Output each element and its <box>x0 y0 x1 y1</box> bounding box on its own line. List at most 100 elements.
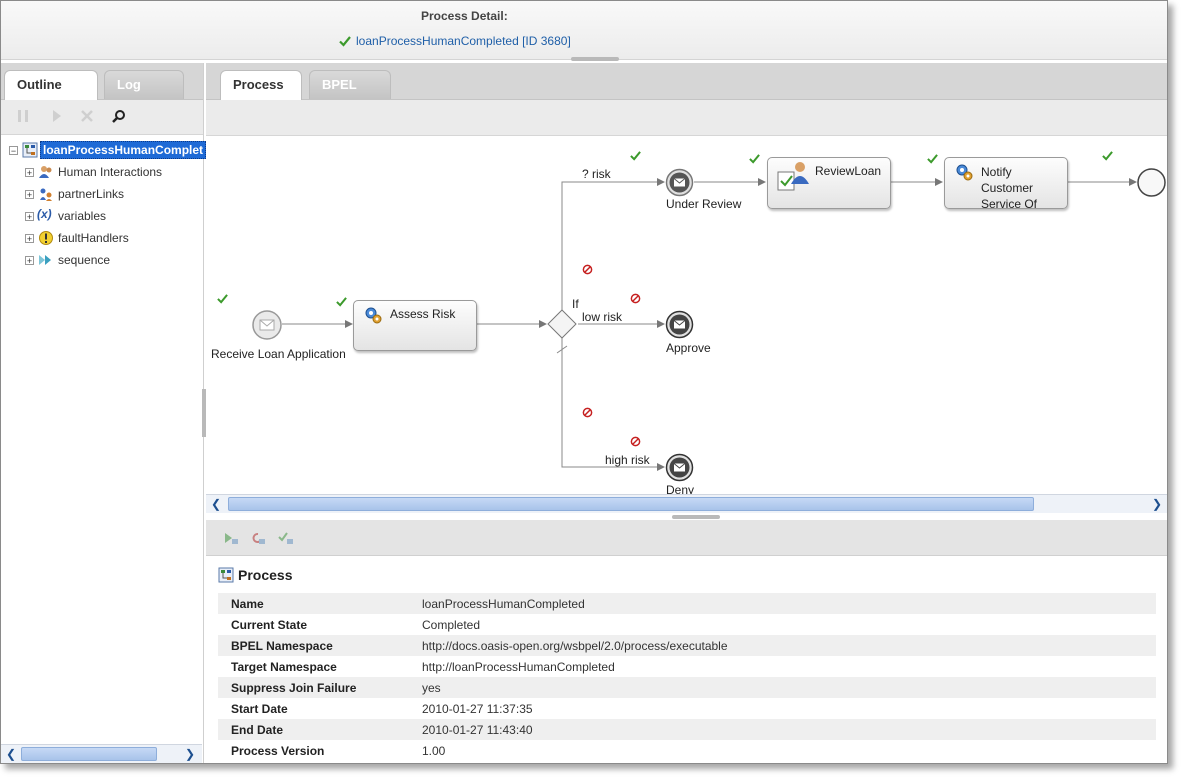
sequence-icon <box>39 255 51 265</box>
property-key: BPEL Namespace <box>218 635 409 656</box>
tree-root-label[interactable]: loanProcessHumanComplet <box>40 141 207 159</box>
expand-toggle[interactable]: + <box>25 233 34 244</box>
tab-process[interactable]: Process <box>220 70 302 100</box>
skipped-icon <box>630 293 641 304</box>
tree-root[interactable]: − loanProcessHumanComplet <box>1 139 207 161</box>
complete-icon[interactable] <box>278 531 294 545</box>
process-detail-header: Process Detail: loanProcessHumanComplete… <box>1 1 1167 61</box>
property-key: Name <box>218 593 409 614</box>
process-tabbar: Process BPEL <box>206 63 1167 100</box>
if-label: If <box>572 297 579 311</box>
tree-item-label: variables <box>58 209 107 223</box>
expand-toggle[interactable]: + <box>25 211 34 222</box>
process-link-row[interactable]: loanProcessHumanCompleted [ID 3680] <box>339 34 571 48</box>
scroll-thumb[interactable] <box>228 497 1034 511</box>
high-risk-edge-label: high risk <box>605 453 650 467</box>
property-value: loanProcessHumanCompleted <box>409 593 1156 614</box>
collapse-toggle[interactable]: − <box>9 145 18 156</box>
fault-icon <box>39 231 53 245</box>
tab-outline[interactable]: Outline <box>4 70 98 100</box>
tree-item-faulthandlers[interactable]: + faultHandlers <box>1 227 201 249</box>
human-task-icon <box>777 162 809 191</box>
skipped-icon <box>582 407 593 418</box>
scroll-thumb[interactable] <box>21 747 157 761</box>
process-diagram: Receive Loan Application Assess Risk If … <box>206 136 1167 494</box>
property-value: http://docs.oasis-open.org/wsbpel/2.0/pr… <box>409 635 1156 656</box>
tree-item-label: Human Interactions <box>58 165 163 179</box>
diagram-hscrollbar[interactable]: ❮ ❯ <box>206 494 1167 513</box>
detail-title: Process <box>218 567 292 583</box>
under-review-label: Under Review <box>666 197 742 211</box>
expand-toggle[interactable]: + <box>25 255 34 266</box>
deny-event-icon[interactable] <box>665 453 694 482</box>
property-key: Current State <box>231 617 308 632</box>
scroll-left-arrow[interactable]: ❮ <box>210 497 222 511</box>
tab-log[interactable]: Log <box>104 70 184 99</box>
table-row: Current State Completed <box>218 614 1156 635</box>
tab-bpel[interactable]: BPEL <box>309 70 391 99</box>
skipped-icon <box>630 436 641 447</box>
check-icon <box>217 294 228 304</box>
pause-icon[interactable] <box>15 108 31 124</box>
tree-item-variables[interactable]: + (x) variables <box>1 205 201 227</box>
variables-icon: (x) <box>37 207 52 221</box>
property-key: End Date <box>218 719 409 740</box>
tree-item-human-interactions[interactable]: + Human Interactions <box>1 161 201 183</box>
review-loan-node[interactable]: ReviewLoan <box>767 157 891 209</box>
resume-icon[interactable] <box>223 531 239 545</box>
receive-event-icon[interactable] <box>251 309 283 341</box>
detail-toolbar <box>206 520 1167 556</box>
vertical-splitter-grip[interactable] <box>202 389 206 437</box>
service-gear-icon <box>956 164 973 181</box>
outline-tabbar: Outline Log <box>1 63 203 100</box>
deny-label: Deny <box>666 483 695 494</box>
expand-toggle[interactable]: + <box>25 189 34 200</box>
stop-icon[interactable] <box>79 108 95 124</box>
header-resize-grip[interactable] <box>571 57 619 61</box>
detail-resize-grip[interactable] <box>672 515 720 519</box>
tree-item-sequence[interactable]: + sequence <box>1 249 201 271</box>
tree-item-label: sequence <box>58 253 111 267</box>
property-value: 2010-01-27 11:37:35 <box>422 701 533 716</box>
header-title: Process Detail: <box>421 9 508 23</box>
assess-risk-node[interactable]: Assess Risk <box>353 300 477 351</box>
search-icon[interactable] <box>111 108 127 124</box>
retry-icon[interactable] <box>250 531 266 545</box>
detail-title-text: Process <box>238 567 293 583</box>
property-value: yes <box>409 677 1156 698</box>
property-key: Process Version <box>231 743 325 758</box>
expand-toggle[interactable]: + <box>25 167 34 178</box>
tree-item-label: faultHandlers <box>58 231 129 245</box>
diagram-connectors <box>282 178 1137 471</box>
completed-check-icon <box>339 36 351 47</box>
outline-hscrollbar[interactable]: ❮ ❯ <box>1 744 202 763</box>
scroll-right-arrow[interactable]: ❯ <box>1151 497 1163 511</box>
tree-item-label: partnerLinks <box>58 187 125 201</box>
process-link[interactable]: loanProcessHumanCompleted [ID 3680] <box>356 34 571 48</box>
process-icon <box>22 142 38 158</box>
end-event-icon[interactable] <box>1136 167 1167 198</box>
under-review-event-icon[interactable] <box>665 168 694 197</box>
service-gear-icon <box>365 307 382 324</box>
review-loan-label: ReviewLoan <box>815 164 882 178</box>
property-value: Completed <box>422 617 481 632</box>
receive-label: Receive Loan Application <box>211 347 346 361</box>
property-key: Target Namespace <box>231 659 337 674</box>
scroll-right-arrow[interactable]: ❯ <box>184 747 196 761</box>
notify-label: Notify Customer Service Of <box>981 165 1038 209</box>
assess-risk-label: Assess Risk <box>390 307 456 321</box>
approve-event-icon[interactable] <box>665 310 694 339</box>
process-icon <box>218 567 234 583</box>
scroll-left-arrow[interactable]: ❮ <box>5 747 17 761</box>
tree-item-partnerlinks[interactable]: + partnerLinks <box>1 183 201 205</box>
partner-link-icon <box>40 188 52 201</box>
play-icon[interactable] <box>49 108 65 124</box>
notify-node[interactable]: Notify Customer Service Of <box>944 157 1068 209</box>
app-frame: Process Detail: loanProcessHumanComplete… <box>0 0 1168 764</box>
check-icon <box>630 151 641 161</box>
